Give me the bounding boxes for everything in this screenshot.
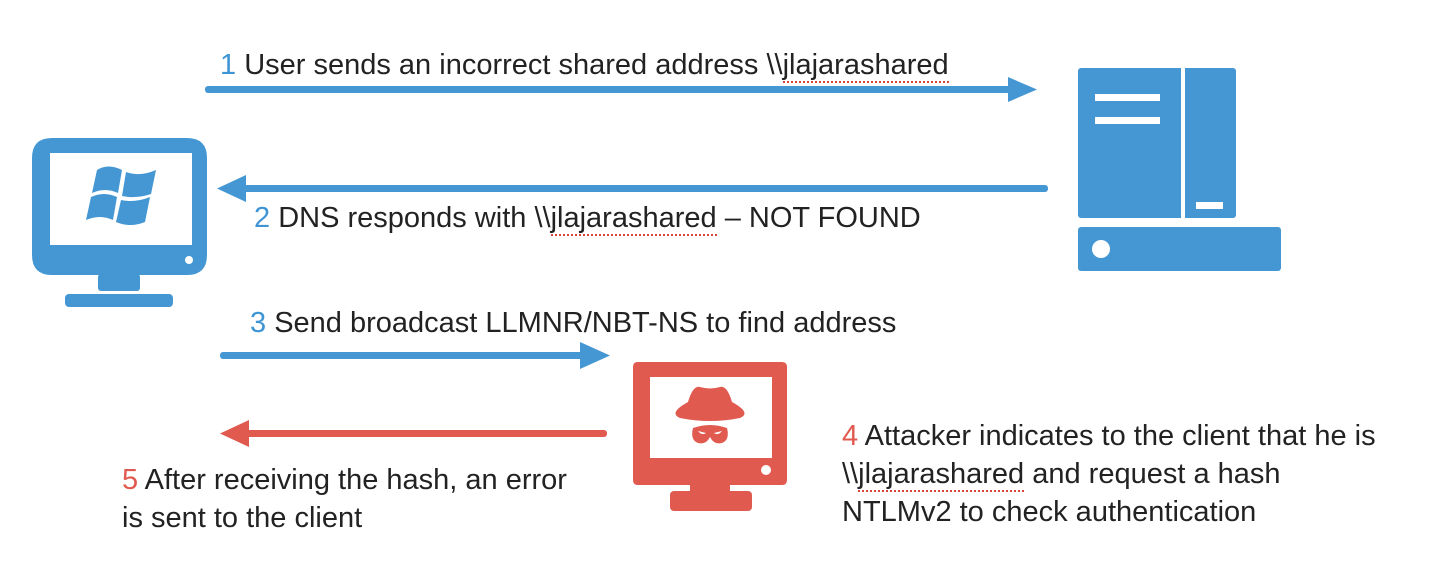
arrow-3-broadcast (220, 342, 610, 369)
arrow-2-dns-response (217, 175, 1048, 202)
step-text: User sends an incorrect shared address \… (244, 49, 783, 81)
step-text: DNS responds with \\ (278, 202, 551, 234)
attacker-icon (633, 362, 787, 511)
step-number: 4 (842, 420, 859, 452)
step-number: 3 (250, 307, 267, 339)
step-1-label: 1 User sends an incorrect shared address… (220, 46, 949, 84)
share-name: jlajarashared (782, 49, 949, 83)
step-2-label: 2 DNS responds with \\jlajarashared – NO… (254, 199, 921, 237)
step-5-label: 5 After receiving the hash, an error is s… (122, 461, 567, 537)
step-text: Attacker indicates to the client that he… (864, 420, 1376, 452)
arrow-1-request (205, 77, 1037, 102)
step-4-label: 4 Attacker indicates to the client that … (842, 417, 1376, 531)
step-text: – NOT FOUND (716, 202, 921, 234)
share-name: jlajarashared (858, 458, 1025, 492)
windows-logo-icon (86, 166, 156, 225)
share-name: jlajarashared (550, 202, 717, 236)
step-number: 1 (220, 49, 237, 81)
step-number: 5 (122, 464, 139, 496)
step-text: and request a hash (1024, 458, 1281, 490)
step-3-label: 3 Send broadcast LLMNR/NBT-NS to find ad… (250, 304, 896, 342)
step-text: After receiving the hash, an error (144, 464, 567, 496)
dns-server-icon (1078, 68, 1281, 271)
spy-hat-icon (675, 386, 745, 444)
step-text: \\ (842, 458, 859, 490)
step-text: Send broadcast LLMNR/NBT-NS to find addr… (274, 307, 897, 339)
arrow-5-error (220, 420, 607, 447)
step-number: 2 (254, 202, 271, 234)
step-text: NTLMv2 to check authentication (842, 496, 1257, 528)
step-text: is sent to the client (122, 502, 363, 534)
windows-client-icon (32, 138, 207, 307)
